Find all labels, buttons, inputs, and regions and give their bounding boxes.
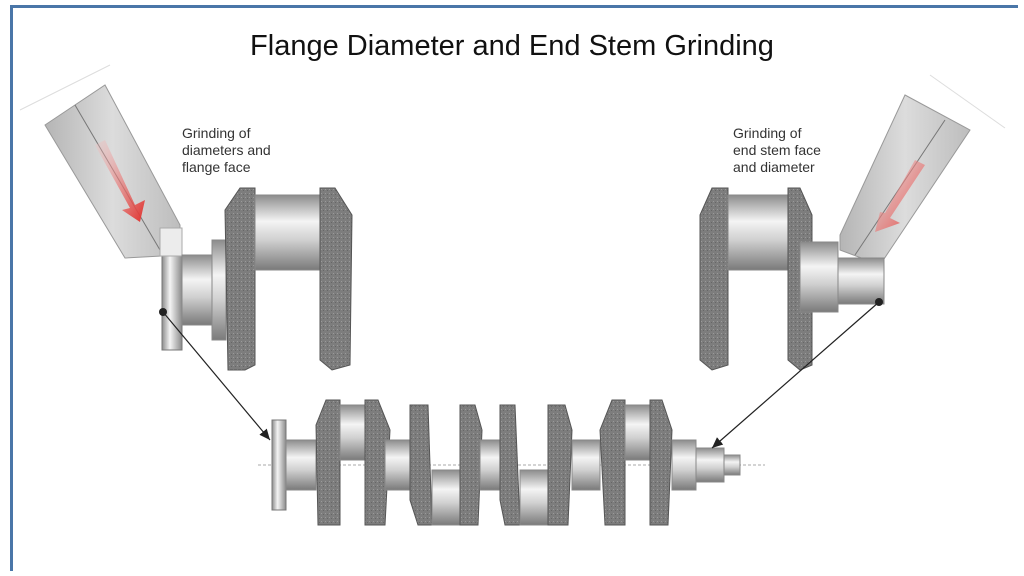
crankpin [519, 469, 549, 526]
crank-web [409, 404, 433, 526]
full-crankshaft [258, 399, 765, 526]
crank-web [224, 187, 256, 371]
guide-line [929, 74, 1006, 129]
end-stem [695, 447, 725, 483]
journal [285, 439, 317, 491]
crank-web [599, 399, 626, 526]
crankpin [431, 469, 461, 526]
slide-frame [10, 5, 1018, 571]
crankpin [254, 194, 321, 271]
journal [671, 439, 697, 491]
end-stem [837, 257, 885, 305]
flange [161, 254, 183, 351]
slide-title: Flange Diameter and End Stem Grinding [250, 30, 774, 62]
crank-web [547, 404, 573, 526]
crankpin [624, 404, 651, 461]
journal [181, 254, 213, 326]
journal [384, 439, 411, 491]
crank-web [699, 187, 729, 371]
crank-web [649, 399, 673, 526]
feed-arrow-left [95, 140, 145, 222]
label-end-stem-grinding: Grinding of end stem face and diameter [733, 125, 821, 175]
end-stem-tip [723, 454, 741, 476]
guide-line [19, 64, 111, 111]
pointer-arrow-right [711, 301, 880, 449]
crankpin [339, 404, 366, 461]
left-grinding-detail [19, 64, 353, 371]
label-flange-grinding: Grinding of diameters and flange face [182, 125, 271, 175]
journal [211, 239, 227, 341]
wheel-contact [159, 227, 183, 257]
crankpin [727, 194, 789, 271]
journal [571, 439, 601, 491]
crank-web [315, 399, 341, 526]
pointer-arrow-left [162, 311, 271, 441]
journal [799, 241, 839, 313]
crank-web [499, 404, 521, 526]
crank-web [319, 187, 353, 371]
feed-arrow-right [875, 160, 925, 232]
crank-web [459, 404, 483, 526]
right-grinding-detail [699, 74, 1006, 371]
flange [271, 419, 287, 511]
journal [479, 439, 503, 491]
